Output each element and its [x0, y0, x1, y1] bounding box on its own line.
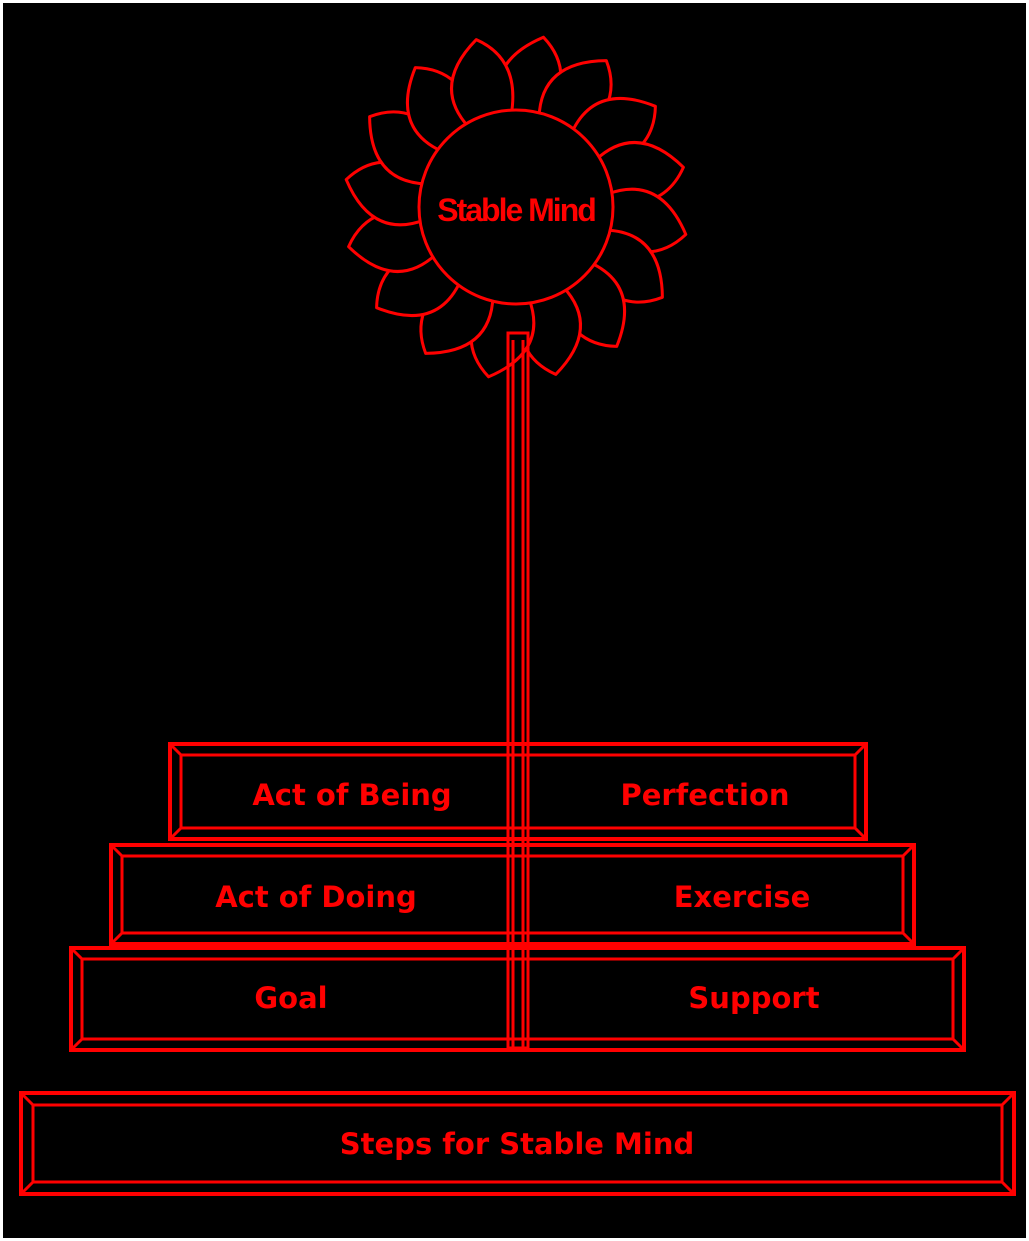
step-middle-left-label: Act of Doing: [215, 880, 417, 914]
step-middle-right-label: Exercise: [674, 880, 811, 914]
step-bottom-left-label: Goal: [254, 981, 327, 1015]
step-top-right-label: Perfection: [620, 778, 789, 812]
base-label: Steps for Stable Mind: [340, 1127, 694, 1161]
flower-label: Stable Mind: [437, 192, 595, 228]
step-top-left-label: Act of Being: [252, 778, 451, 812]
step-bottom-right-label: Support: [688, 981, 819, 1015]
